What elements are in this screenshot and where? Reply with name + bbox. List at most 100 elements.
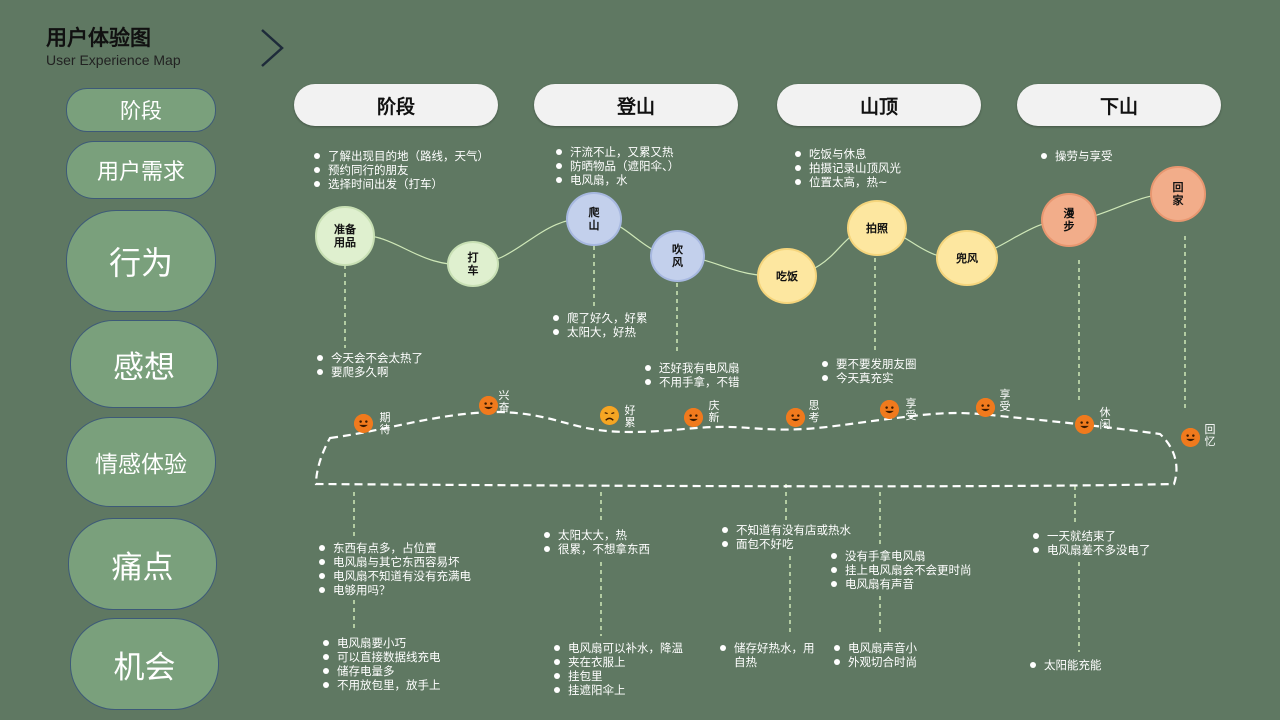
list-item: 电风扇与其它东西容易坏: [317, 555, 471, 569]
list-item: 电风扇有声音: [829, 577, 972, 591]
opportunity-list: 电风扇可以补水，降温 夹在衣服上 挂包里 挂遮阳伞上: [552, 641, 683, 697]
list-item: 要爬多久啊: [315, 365, 423, 379]
list-item: 东西有点多，占位置: [317, 541, 471, 555]
emotion-label: 享受: [905, 397, 917, 422]
emotion-label: 庆新: [708, 399, 720, 424]
behavior-node: 漫步: [1041, 193, 1097, 247]
list-item: 操劳与享受: [1039, 149, 1113, 163]
row-label-emotion: 情感体验: [66, 417, 216, 507]
thoughts-list: 还好我有电风扇 不用手拿，不错: [643, 361, 740, 389]
row-label-stage: 阶段: [66, 88, 216, 132]
opportunity-list: 太阳能充能: [1028, 658, 1102, 672]
pain-list: 一天就结束了 电风扇差不多没电了: [1031, 529, 1151, 557]
emotion-label: 休闲: [1099, 406, 1111, 431]
list-item: 不用手拿，不错: [643, 375, 740, 389]
needs-list: 吃饭与休息 拍摄记录山顶风光 位置太高，热~: [793, 147, 901, 189]
behavior-node: 吹风: [650, 230, 705, 282]
happy-face-icon: [479, 396, 498, 415]
list-item: 还好我有电风扇: [643, 361, 740, 375]
needs-list: 汗流不止，又累又热 防晒物品（遮阳伞、） 电风扇，水: [554, 145, 679, 187]
list-item: 挂包里: [552, 669, 683, 683]
list-item: 电风扇要小巧: [321, 636, 441, 650]
page-title: 用户体验图: [46, 26, 151, 50]
behavior-node: 吃饭: [757, 248, 817, 304]
list-item: 储存好热水，用自热: [718, 641, 816, 669]
thoughts-list: 今天会不会太热了 要爬多久啊: [315, 351, 423, 379]
row-label-pain: 痛点: [68, 518, 217, 610]
row-label-needs: 用户需求: [66, 141, 216, 199]
list-item: 今天会不会太热了: [315, 351, 423, 365]
emotion-label: 回忆: [1204, 423, 1216, 448]
list-item: 太阳太大，热: [542, 528, 650, 542]
emotion-label: 兴奋: [498, 389, 510, 414]
thoughts-list: 爬了好久，好累 太阳大，好热: [551, 311, 648, 339]
list-item: 挂上电风扇会不会更时尚: [829, 563, 972, 577]
list-item: 外观切合时尚: [832, 655, 917, 669]
chevron-right-icon[interactable]: [256, 28, 286, 70]
stage-header: 下山: [1017, 84, 1221, 126]
thoughts-list: 要不要发朋友圈 今天真充实: [820, 357, 917, 385]
list-item: 没有手拿电风扇: [829, 549, 972, 563]
list-item: 防晒物品（遮阳伞、）: [554, 159, 679, 173]
list-item: 选择时间出发（打车）: [312, 177, 489, 191]
behavior-node: 打车: [447, 241, 499, 287]
list-item: 面包不好吃: [720, 537, 851, 551]
emotion-label: 好累: [624, 404, 636, 429]
list-item: 一天就结束了: [1031, 529, 1151, 543]
list-item: 夹在衣服上: [552, 655, 683, 669]
list-item: 位置太高，热~: [793, 175, 901, 189]
list-item: 太阳大，好热: [551, 325, 648, 339]
happy-face-icon: [880, 400, 899, 419]
list-item: 吃饭与休息: [793, 147, 901, 161]
list-item: 太阳能充能: [1028, 658, 1102, 672]
list-item: 电够用吗？: [317, 583, 471, 597]
happy-face-icon: [976, 398, 995, 417]
row-label-behavior: 行为: [66, 210, 216, 312]
list-item: 拍摄记录山顶风光: [793, 161, 901, 175]
row-label-thoughts: 感想: [70, 320, 218, 408]
list-item: 储存电量多: [321, 664, 441, 678]
happy-face-icon: [684, 408, 703, 427]
list-item: 今天真充实: [820, 371, 917, 385]
happy-face-icon: [786, 408, 805, 427]
page-subtitle: User Experience Map: [46, 52, 181, 68]
list-item: 电风扇可以补水，降温: [552, 641, 683, 655]
pain-list: 太阳太大，热 很累，不想拿东西: [542, 528, 650, 556]
list-item: 可以直接数据线充电: [321, 650, 441, 664]
list-item: 电风扇声音小: [832, 641, 917, 655]
stage-header: 登山: [534, 84, 738, 126]
list-item: 爬了好久，好累: [551, 311, 648, 325]
list-item: 了解出现目的地（路线，天气）: [312, 149, 489, 163]
needs-list: 了解出现目的地（路线，天气） 预约同行的朋友 选择时间出发（打车）: [312, 149, 489, 191]
list-item: 汗流不止，又累又热: [554, 145, 679, 159]
list-item: 不用放包里，放手上: [321, 678, 441, 692]
stage-header: 阶段: [294, 84, 498, 126]
pain-list: 不知道有没有店或热水 面包不好吃: [720, 523, 851, 551]
list-item: 不知道有没有店或热水: [720, 523, 851, 537]
pain-list: 没有手拿电风扇 挂上电风扇会不会更时尚 电风扇有声音: [829, 549, 972, 591]
behavior-node: 准备用品: [315, 206, 375, 266]
list-item: 电风扇差不多没电了: [1031, 543, 1151, 557]
behavior-node: 兜风: [936, 230, 998, 286]
pain-list: 东西有点多，占位置 电风扇与其它东西容易坏 电风扇不知道有没有充满电 电够用吗？: [317, 541, 471, 597]
sad-face-icon: [600, 406, 619, 425]
list-item: 要不要发朋友圈: [820, 357, 917, 371]
list-item: 电风扇，水: [554, 173, 679, 187]
needs-list: 操劳与享受: [1039, 149, 1113, 163]
stage-header: 山顶: [777, 84, 981, 126]
behavior-node: 回家: [1150, 166, 1206, 222]
list-item: 很累，不想拿东西: [542, 542, 650, 556]
behavior-node: 拍照: [847, 200, 907, 256]
happy-face-icon: [1075, 415, 1094, 434]
list-item: 电风扇不知道有没有充满电: [317, 569, 471, 583]
happy-face-icon: [354, 414, 373, 433]
behavior-node: 爬山: [566, 192, 622, 246]
opportunity-list: 电风扇要小巧 可以直接数据线充电 储存电量多 不用放包里，放手上: [321, 636, 441, 692]
row-label-opportunity: 机会: [70, 618, 219, 710]
emotion-label: 享受: [999, 388, 1011, 413]
list-item: 预约同行的朋友: [312, 163, 489, 177]
opportunity-list: 储存好热水，用自热: [718, 641, 816, 669]
happy-face-icon: [1181, 428, 1200, 447]
list-item: 挂遮阳伞上: [552, 683, 683, 697]
